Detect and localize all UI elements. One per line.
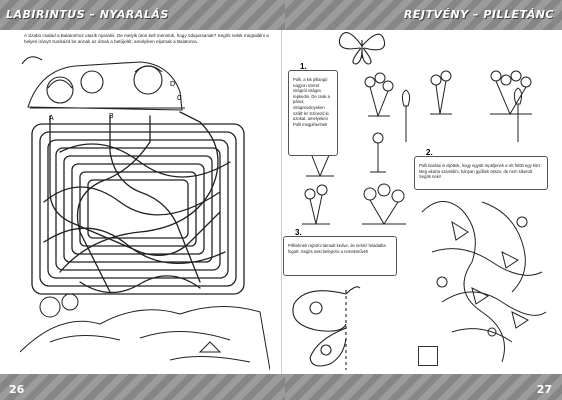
task-2-text: Polli barátai is eljöttek, hogy együtt r… <box>419 163 541 180</box>
header-stripes <box>0 0 285 30</box>
left-page-title: LABIRINTUS – NYARALÁS <box>6 8 169 21</box>
left-footer-band: 26 <box>0 374 285 400</box>
flower-plants-row-1 <box>364 70 532 142</box>
task-3-text: Pillénknek rajzolni támadt kedve, de neh… <box>288 243 386 254</box>
maze-label-d: D <box>170 81 175 88</box>
left-header-band: LABIRINTUS – NYARALÁS <box>0 0 285 30</box>
maze-label-c: C <box>177 95 182 102</box>
family-car-drawing <box>21 56 185 111</box>
task-1-number: 1. <box>299 62 308 71</box>
task-2-number: 2. <box>425 148 434 157</box>
task-1-text: Polli, a kis pillangó nagyon szeret virá… <box>293 77 331 127</box>
flower-icon <box>430 70 452 115</box>
right-footer-band: 27 <box>285 374 562 400</box>
lake-scene-drawing <box>20 293 270 370</box>
header-stripes <box>285 0 562 30</box>
tulip-icon <box>401 89 411 142</box>
page-number-right: 27 <box>536 383 552 396</box>
flower-icon <box>370 132 386 173</box>
task-3-number: 3. <box>294 228 303 237</box>
maze-paths <box>31 111 245 295</box>
flower-icon <box>490 70 532 116</box>
flower-icon <box>362 183 406 225</box>
task-1-box: 1. Polli, a kis pillangó nagyon szeret v… <box>288 63 338 156</box>
tulip-icon <box>513 87 523 142</box>
task-3-box: 3. Pillénknek rajzolni támadt kedve, de … <box>283 229 397 276</box>
answer-box[interactable] <box>418 346 438 366</box>
task-2-box: 2. Polli barátai is eljöttek, hogy együt… <box>414 149 548 190</box>
footer-stripes <box>0 374 285 400</box>
flower-icon <box>302 184 330 225</box>
butterflies-flowers-picture <box>421 201 547 363</box>
maze-label-b: B <box>109 113 114 120</box>
page-number-left: 26 <box>9 383 25 396</box>
half-butterfly-drawing <box>292 286 361 370</box>
maze-intro-text: A Szabó család a Balatonhoz utazik nyara… <box>24 33 269 44</box>
flower-icon <box>364 72 394 118</box>
right-header-band: REJTVÉNY – PILLETÁNC <box>285 0 562 30</box>
maze-label-a: A <box>49 115 54 122</box>
right-page-title: REJTVÉNY – PILLETÁNC <box>403 8 554 21</box>
maze-illustration: A B C D <box>20 56 270 370</box>
butterfly-icon <box>338 32 386 65</box>
footer-stripes <box>285 374 562 400</box>
